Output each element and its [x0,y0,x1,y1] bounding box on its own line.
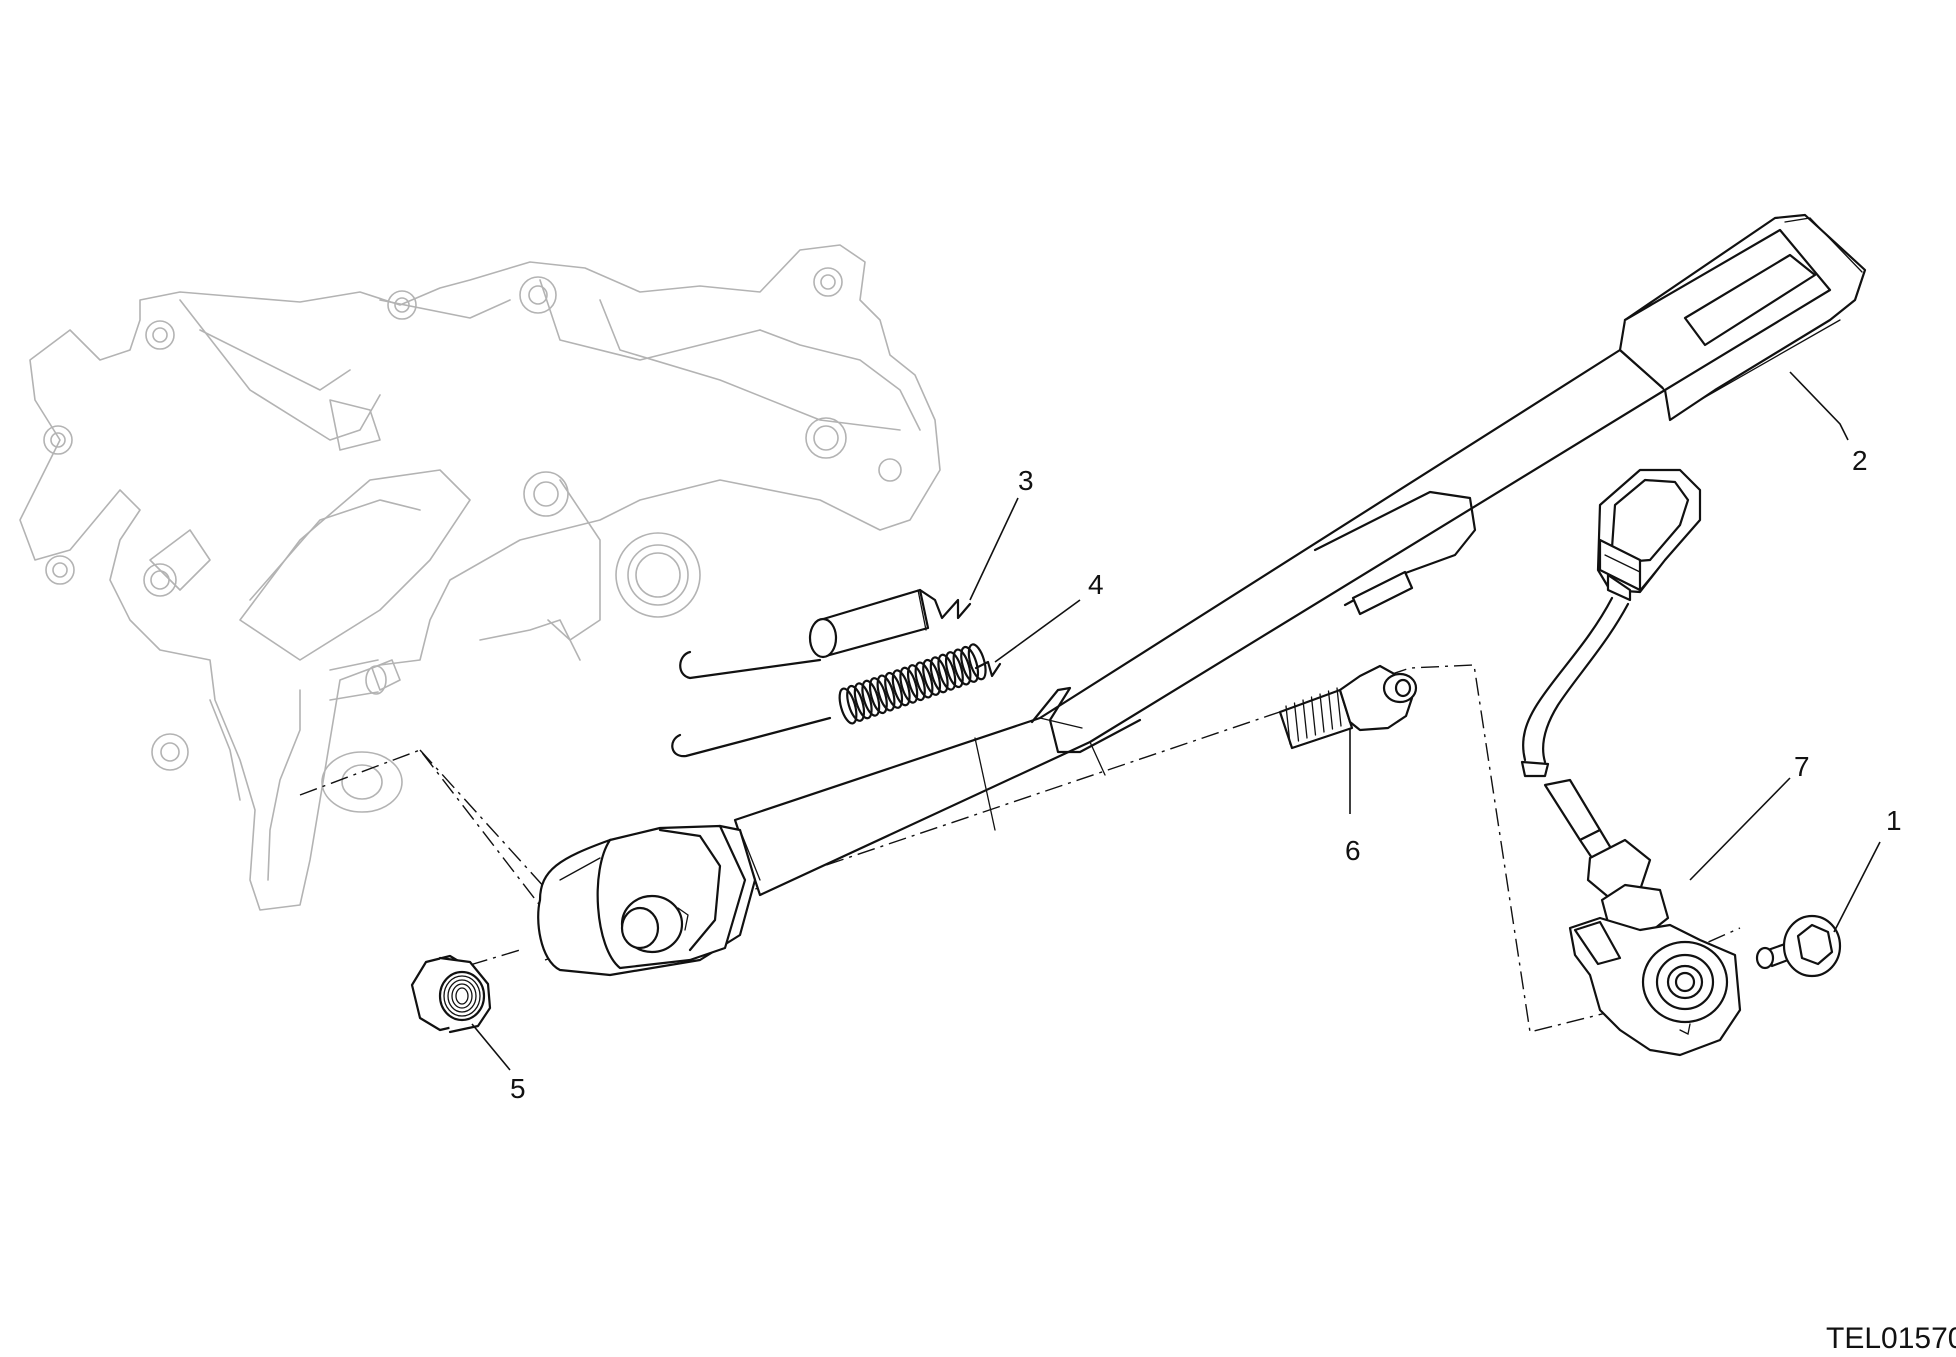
spring-coil [967,643,987,681]
spring-coil [884,671,904,709]
callout-3: 3 [1018,465,1034,496]
nut-thread [455,987,469,1005]
leader-7 [1689,777,1791,881]
spring-coil [944,651,964,689]
assembly-axis-lines [299,664,1741,1033]
sensor-screw [1755,914,1842,978]
spring-coil [914,661,934,699]
leader-3 [969,497,1019,601]
spring-coil [899,666,919,704]
callout-labels: 1 2 3 4 5 6 7 [510,445,1902,1104]
leader-5 [471,1023,511,1071]
side-stand-sensor [1520,468,1742,1057]
bolt-thread [1285,705,1291,745]
spring-coil [838,687,858,725]
spring-long [671,643,1002,758]
spring-coil [952,648,972,686]
callout-leaders [471,371,1881,1071]
bolt-thread [1310,696,1317,736]
spring-coil [853,682,873,720]
leader-1 [1833,841,1881,933]
spring-coil [891,669,911,707]
bolt-thread [1293,702,1300,742]
nut-thread [443,975,481,1017]
callout-5: 5 [510,1073,526,1104]
leader-4 [994,599,1081,663]
spring-coil [876,674,896,712]
nut-thread [447,979,477,1013]
spring-coil [861,679,881,717]
frame-bracket-ghost [19,244,941,911]
side-stand-leg [537,213,1867,977]
bolt-threads [1285,687,1342,745]
callout-1: 1 [1886,805,1902,836]
spring-coil [929,656,949,694]
spring-coil [922,658,942,696]
spring-coil [960,645,980,683]
bolt-thread [1327,690,1334,730]
spring-short [679,588,972,680]
callout-7: 7 [1794,751,1810,782]
leader-2 [1789,371,1849,441]
callout-4: 4 [1088,569,1104,600]
spring-coils [838,643,987,725]
callout-6: 6 [1345,835,1361,866]
nut-threads [443,975,481,1017]
nut-thread [451,983,473,1009]
lock-nut [410,954,492,1034]
pivot-bolt [1278,664,1418,750]
bolt-thread [1319,693,1325,733]
spring-coil [846,684,866,722]
spring-coil [906,664,926,702]
bolt-thread [1302,699,1308,739]
bolt-thread [1336,687,1342,727]
spring-coil [937,653,957,691]
drawing-code: TEL01570 [1826,1322,1956,1355]
spring-coil [868,677,888,715]
callout-2: 2 [1852,445,1868,476]
